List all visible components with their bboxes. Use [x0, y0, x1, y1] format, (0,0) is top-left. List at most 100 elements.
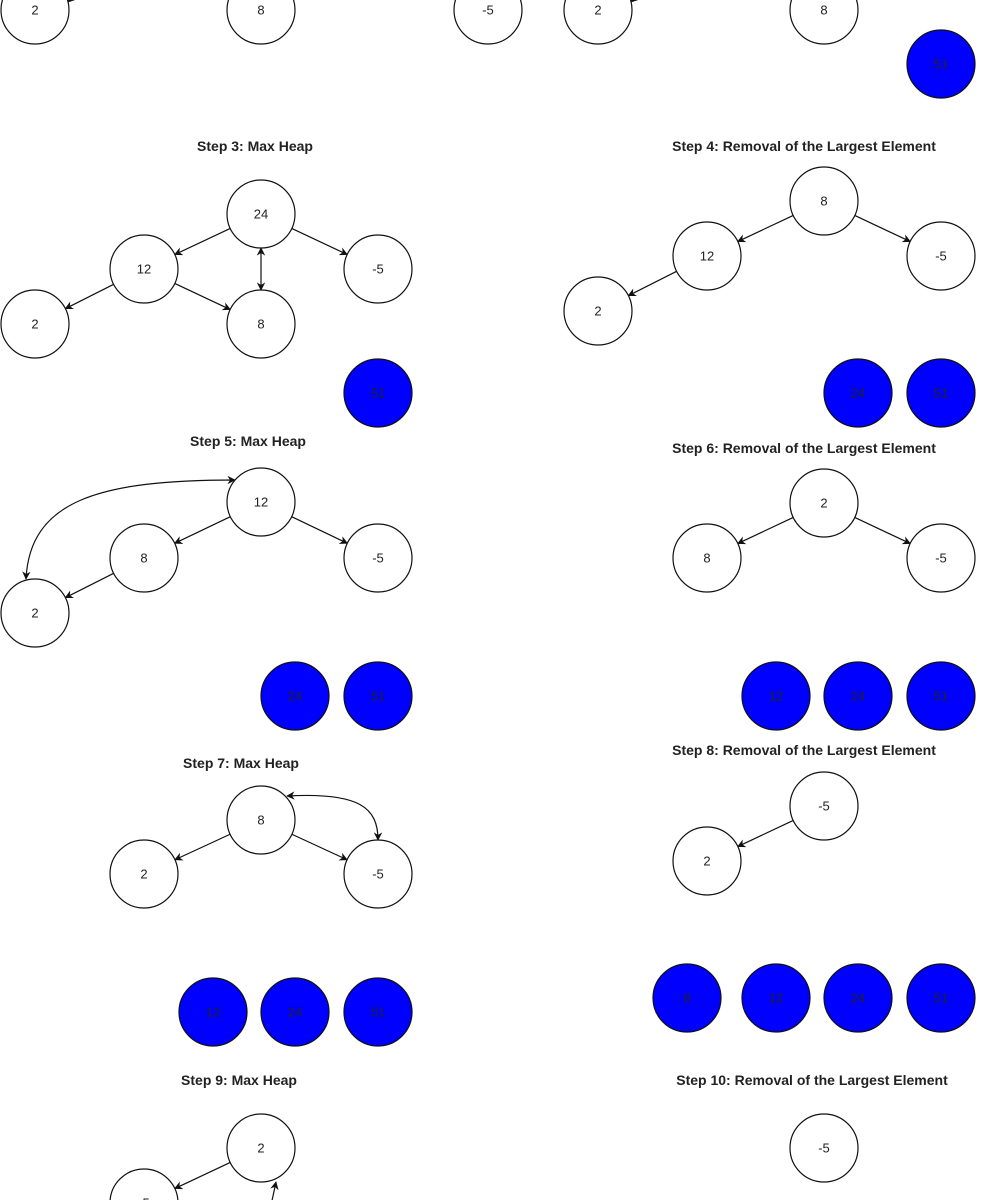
sorted-circle — [823, 661, 893, 731]
sorted-circle — [260, 661, 330, 731]
node-value: 8 — [257, 317, 264, 332]
sorted-node: 51 — [906, 661, 976, 731]
heap-node: 2 — [0, 578, 70, 648]
heap-node: 8 — [226, 0, 296, 45]
sorted-value: 12 — [206, 1005, 220, 1020]
heap-node: 8 — [109, 523, 179, 593]
sorted-circle — [260, 977, 330, 1047]
node-circle — [789, 166, 859, 236]
heap-node: 2 — [226, 1113, 296, 1183]
node-value: 2 — [140, 867, 147, 882]
sorted-circle — [178, 977, 248, 1047]
sorted-circle — [906, 358, 976, 428]
sorted-value: 51 — [371, 689, 385, 704]
heap-node: -5 — [453, 0, 523, 45]
sorted-value: 24 — [851, 689, 865, 704]
sorted-value: 51 — [934, 57, 948, 72]
node-circle — [672, 523, 742, 593]
heap-node: -5 — [343, 234, 413, 304]
sorted-node: 24 — [823, 358, 893, 428]
sorted-value: 24 — [851, 386, 865, 401]
step-6: Step 6: Removal of the Largest Element28… — [672, 440, 976, 731]
node-value: -5 — [818, 799, 830, 814]
edge-arrow — [291, 833, 348, 861]
edge-arrow — [64, 283, 114, 310]
sorted-circle — [906, 29, 976, 99]
sorted-node: 51 — [343, 661, 413, 731]
sorted-circle — [343, 977, 413, 1047]
sorted-circle — [741, 661, 811, 731]
heap-node: 8 — [672, 523, 742, 593]
edge-arrow — [854, 516, 911, 545]
node-circle — [109, 1168, 179, 1200]
node-circle — [789, 1113, 859, 1183]
node-value: -5 — [372, 262, 384, 277]
node-circle — [109, 523, 179, 593]
node-value: 2 — [594, 304, 601, 319]
node-value: 2 — [31, 317, 38, 332]
sorted-node: 51 — [343, 977, 413, 1047]
step-4: Step 4: Removal of the Largest Element 8 1… — [563, 138, 976, 428]
edge-arrow — [737, 214, 794, 243]
edge-arrow — [174, 1161, 231, 1190]
sorted-node: 24 — [260, 661, 330, 731]
edge-arrow — [67, 0, 77, 3]
node-value: 8 — [140, 551, 147, 566]
heap-node: 2 — [789, 468, 859, 538]
heap-node: 12 — [672, 221, 742, 291]
heap-node: 2 — [563, 0, 633, 45]
node-value: 8 — [257, 3, 264, 18]
node-value: 8 — [820, 3, 827, 18]
node-value: -5 — [372, 551, 384, 566]
step-2: 2 8 51 — [563, 0, 976, 99]
node-value: -5 — [482, 3, 494, 18]
node-value: -5 — [818, 1141, 830, 1156]
sorted-value: 12 — [769, 689, 783, 704]
sorted-node: 8 — [652, 963, 722, 1033]
heap-node: -5 — [906, 523, 976, 593]
node-value: 8 — [257, 813, 264, 828]
swap-arrow — [286, 791, 383, 841]
heap-node: 24 — [226, 179, 296, 249]
node-value: 2 — [594, 3, 601, 18]
edge-arrow — [630, 0, 640, 3]
heap-node: 2 — [0, 289, 70, 359]
sorted-node: 51 — [343, 358, 413, 428]
edge-arrow — [737, 516, 794, 545]
sorted-circle — [823, 963, 893, 1033]
node-circle — [226, 0, 296, 45]
heap-node: -5 — [109, 1168, 179, 1200]
step-title: Step 4: Removal of the Largest Element — [672, 138, 936, 154]
step-title: Step 9: Max Heap — [181, 1072, 297, 1088]
sorted-circle — [823, 358, 893, 428]
node-value: 2 — [703, 854, 710, 869]
heap-node: 2 — [563, 276, 633, 346]
node-value: 2 — [820, 496, 827, 511]
step-1: 2 8 -5 — [0, 0, 523, 45]
edge-arrow — [174, 833, 231, 861]
sorted-node: 24 — [260, 977, 330, 1047]
node-circle — [789, 468, 859, 538]
edge-arrow — [174, 282, 231, 311]
sorted-value: 12 — [769, 991, 783, 1006]
node-value: 2 — [31, 3, 38, 18]
sorted-circle — [343, 661, 413, 731]
heap-node: 8 — [226, 289, 296, 359]
node-value: 24 — [254, 207, 268, 222]
node-circle — [906, 221, 976, 291]
node-circle — [109, 234, 179, 304]
step-title: Step 7: Max Heap — [183, 755, 299, 771]
step-8: Step 8: Removal of the Largest Element-5… — [652, 742, 976, 1033]
node-circle — [453, 0, 523, 45]
sorted-value: 51 — [371, 386, 385, 401]
edge-arrow — [627, 270, 677, 297]
sorted-node: 24 — [823, 963, 893, 1033]
node-value: -5 — [935, 249, 947, 264]
sorted-value: 24 — [288, 1005, 302, 1020]
edge-arrow — [174, 227, 231, 256]
node-value: 8 — [820, 194, 827, 209]
heap-node: -5 — [789, 1113, 859, 1183]
